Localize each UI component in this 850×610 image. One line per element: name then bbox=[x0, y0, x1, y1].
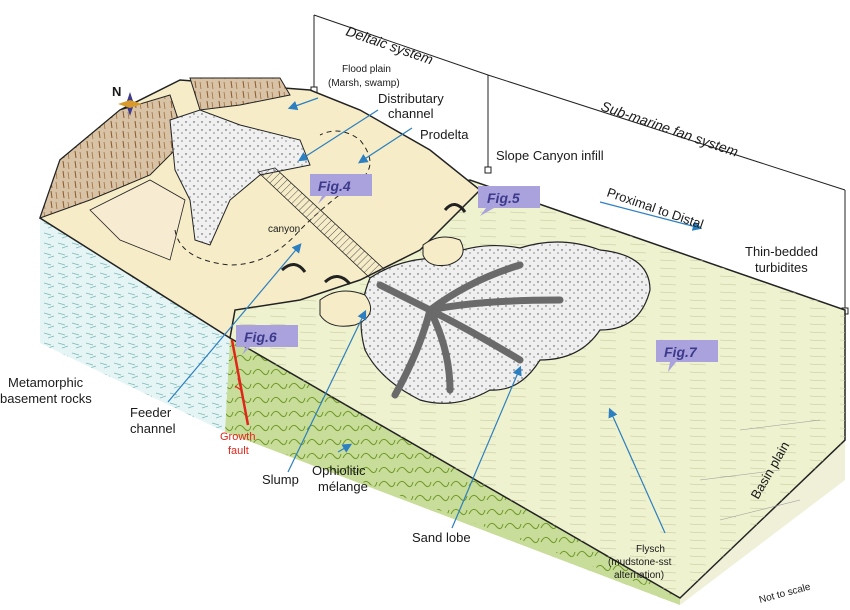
growth-label-1: Growth bbox=[220, 431, 255, 443]
feeder-label-2: channel bbox=[130, 421, 176, 436]
fig4-label: Fig.4 bbox=[318, 178, 351, 194]
thin-bedded-label-2: turbidites bbox=[755, 260, 808, 275]
ophiolitic-label-2: mélange bbox=[318, 479, 368, 494]
metamorphic-label-1: Metamorphic bbox=[8, 375, 84, 390]
submarine-fan-label: Sub-marine fan system bbox=[599, 98, 741, 160]
metamorphic-label-2: basement rocks bbox=[0, 391, 92, 406]
deltaic-system-label: Deltaic system bbox=[344, 23, 436, 68]
fig6-label: Fig.6 bbox=[244, 329, 277, 345]
north-label: N bbox=[112, 84, 121, 99]
frame-marker bbox=[485, 167, 491, 173]
fig7-label: Fig.7 bbox=[664, 344, 698, 360]
not-to-scale-label: Not to scale bbox=[758, 581, 812, 605]
distributary-label-2: channel bbox=[388, 106, 434, 121]
feeder-label-1: Feeder bbox=[130, 405, 172, 420]
ophiolitic-label-1: Ophiolitic bbox=[312, 463, 366, 478]
slump bbox=[320, 291, 371, 326]
flysch-label-1: Flysch bbox=[636, 544, 665, 555]
thin-bedded-label-1: Thin-bedded bbox=[745, 244, 818, 259]
canyon-label: canyon bbox=[268, 224, 300, 235]
fig5-label: Fig.5 bbox=[487, 190, 520, 206]
flood-plain-label-1: Flood plain bbox=[342, 64, 391, 75]
slope-canyon-label: Slope Canyon infill bbox=[496, 148, 604, 163]
distributary-label-1: Distributary bbox=[378, 91, 444, 106]
growth-label-2: fault bbox=[228, 445, 249, 457]
prodelta-label: Prodelta bbox=[420, 127, 469, 142]
flysch-label-3: alternation) bbox=[614, 570, 664, 581]
slump-label: Slump bbox=[262, 472, 299, 487]
proximal-distal-label: Proximal to Distal bbox=[605, 185, 706, 232]
slump bbox=[423, 237, 463, 266]
sand-lobe-label: Sand lobe bbox=[412, 530, 471, 545]
flysch-label-2: (mudstone-sst bbox=[608, 557, 672, 568]
flood-plain-label-2: (Marsh, swamp) bbox=[328, 78, 400, 89]
